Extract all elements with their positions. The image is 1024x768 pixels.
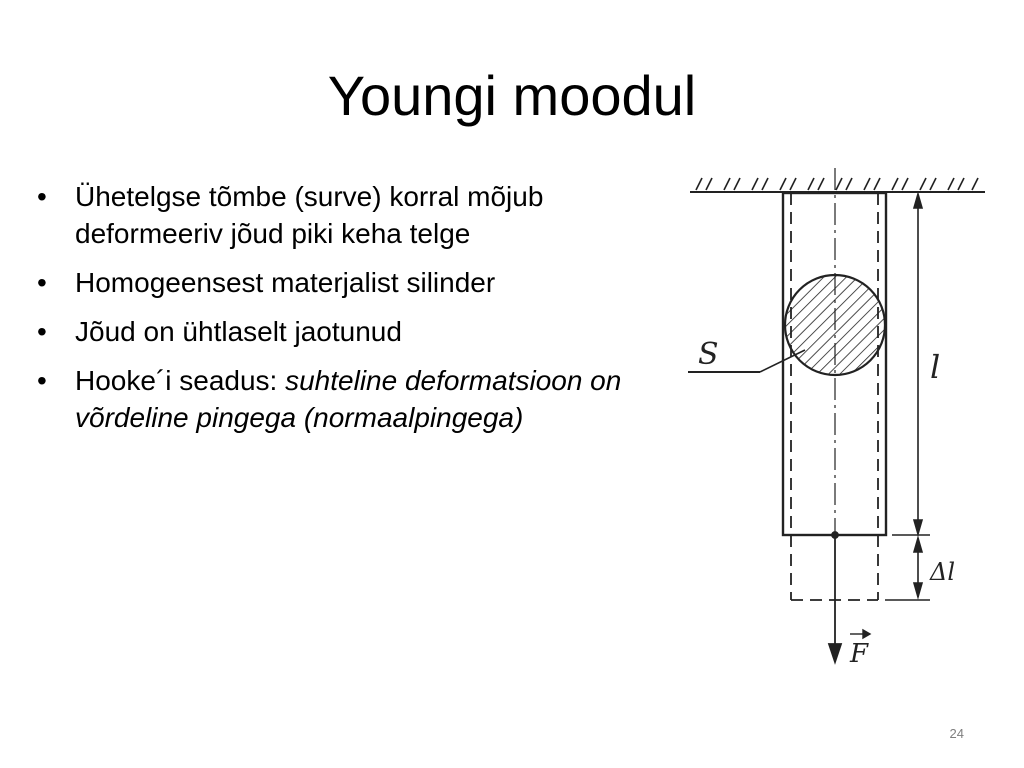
force-vector-arrow (850, 628, 872, 640)
bullet-item: Ühetelgse tõmbe (surve) korral mõjub def… (32, 178, 632, 252)
bullet-italic-text: suhteline deformatsioon on võrdeline pin… (75, 365, 622, 433)
label-length: l (930, 348, 940, 386)
length-dimension (885, 191, 930, 601)
bullet-text: Hooke´i seadus: (75, 365, 286, 396)
slide-title: Youngi moodul (327, 64, 697, 127)
bullet-text: Homogeensest materjalist silinder (75, 267, 496, 298)
slide-number: 24 (949, 726, 964, 741)
bullet-item: Homogeensest materjalist silinder (32, 264, 632, 301)
label-force: F (849, 639, 869, 669)
bullet-list: Ühetelgse tõmbe (surve) korral mõjub def… (32, 178, 632, 448)
cylinder-diagram: S l Δl F (688, 168, 985, 669)
label-elongation: Δl (929, 558, 955, 586)
ceiling-support (690, 177, 985, 193)
cross-section (783, 273, 887, 377)
force-arrow (827, 531, 843, 665)
bullet-text: Ühetelgse tõmbe (surve) korral mõjub def… (75, 181, 544, 249)
label-area: S (698, 337, 719, 372)
bullet-item: Jõud on ühtlaselt jaotunud (32, 313, 632, 350)
bullet-item: Hooke´i seadus: suhteline deformatsioon … (32, 362, 632, 436)
bullet-text: Jõud on ühtlaselt jaotunud (75, 316, 402, 347)
